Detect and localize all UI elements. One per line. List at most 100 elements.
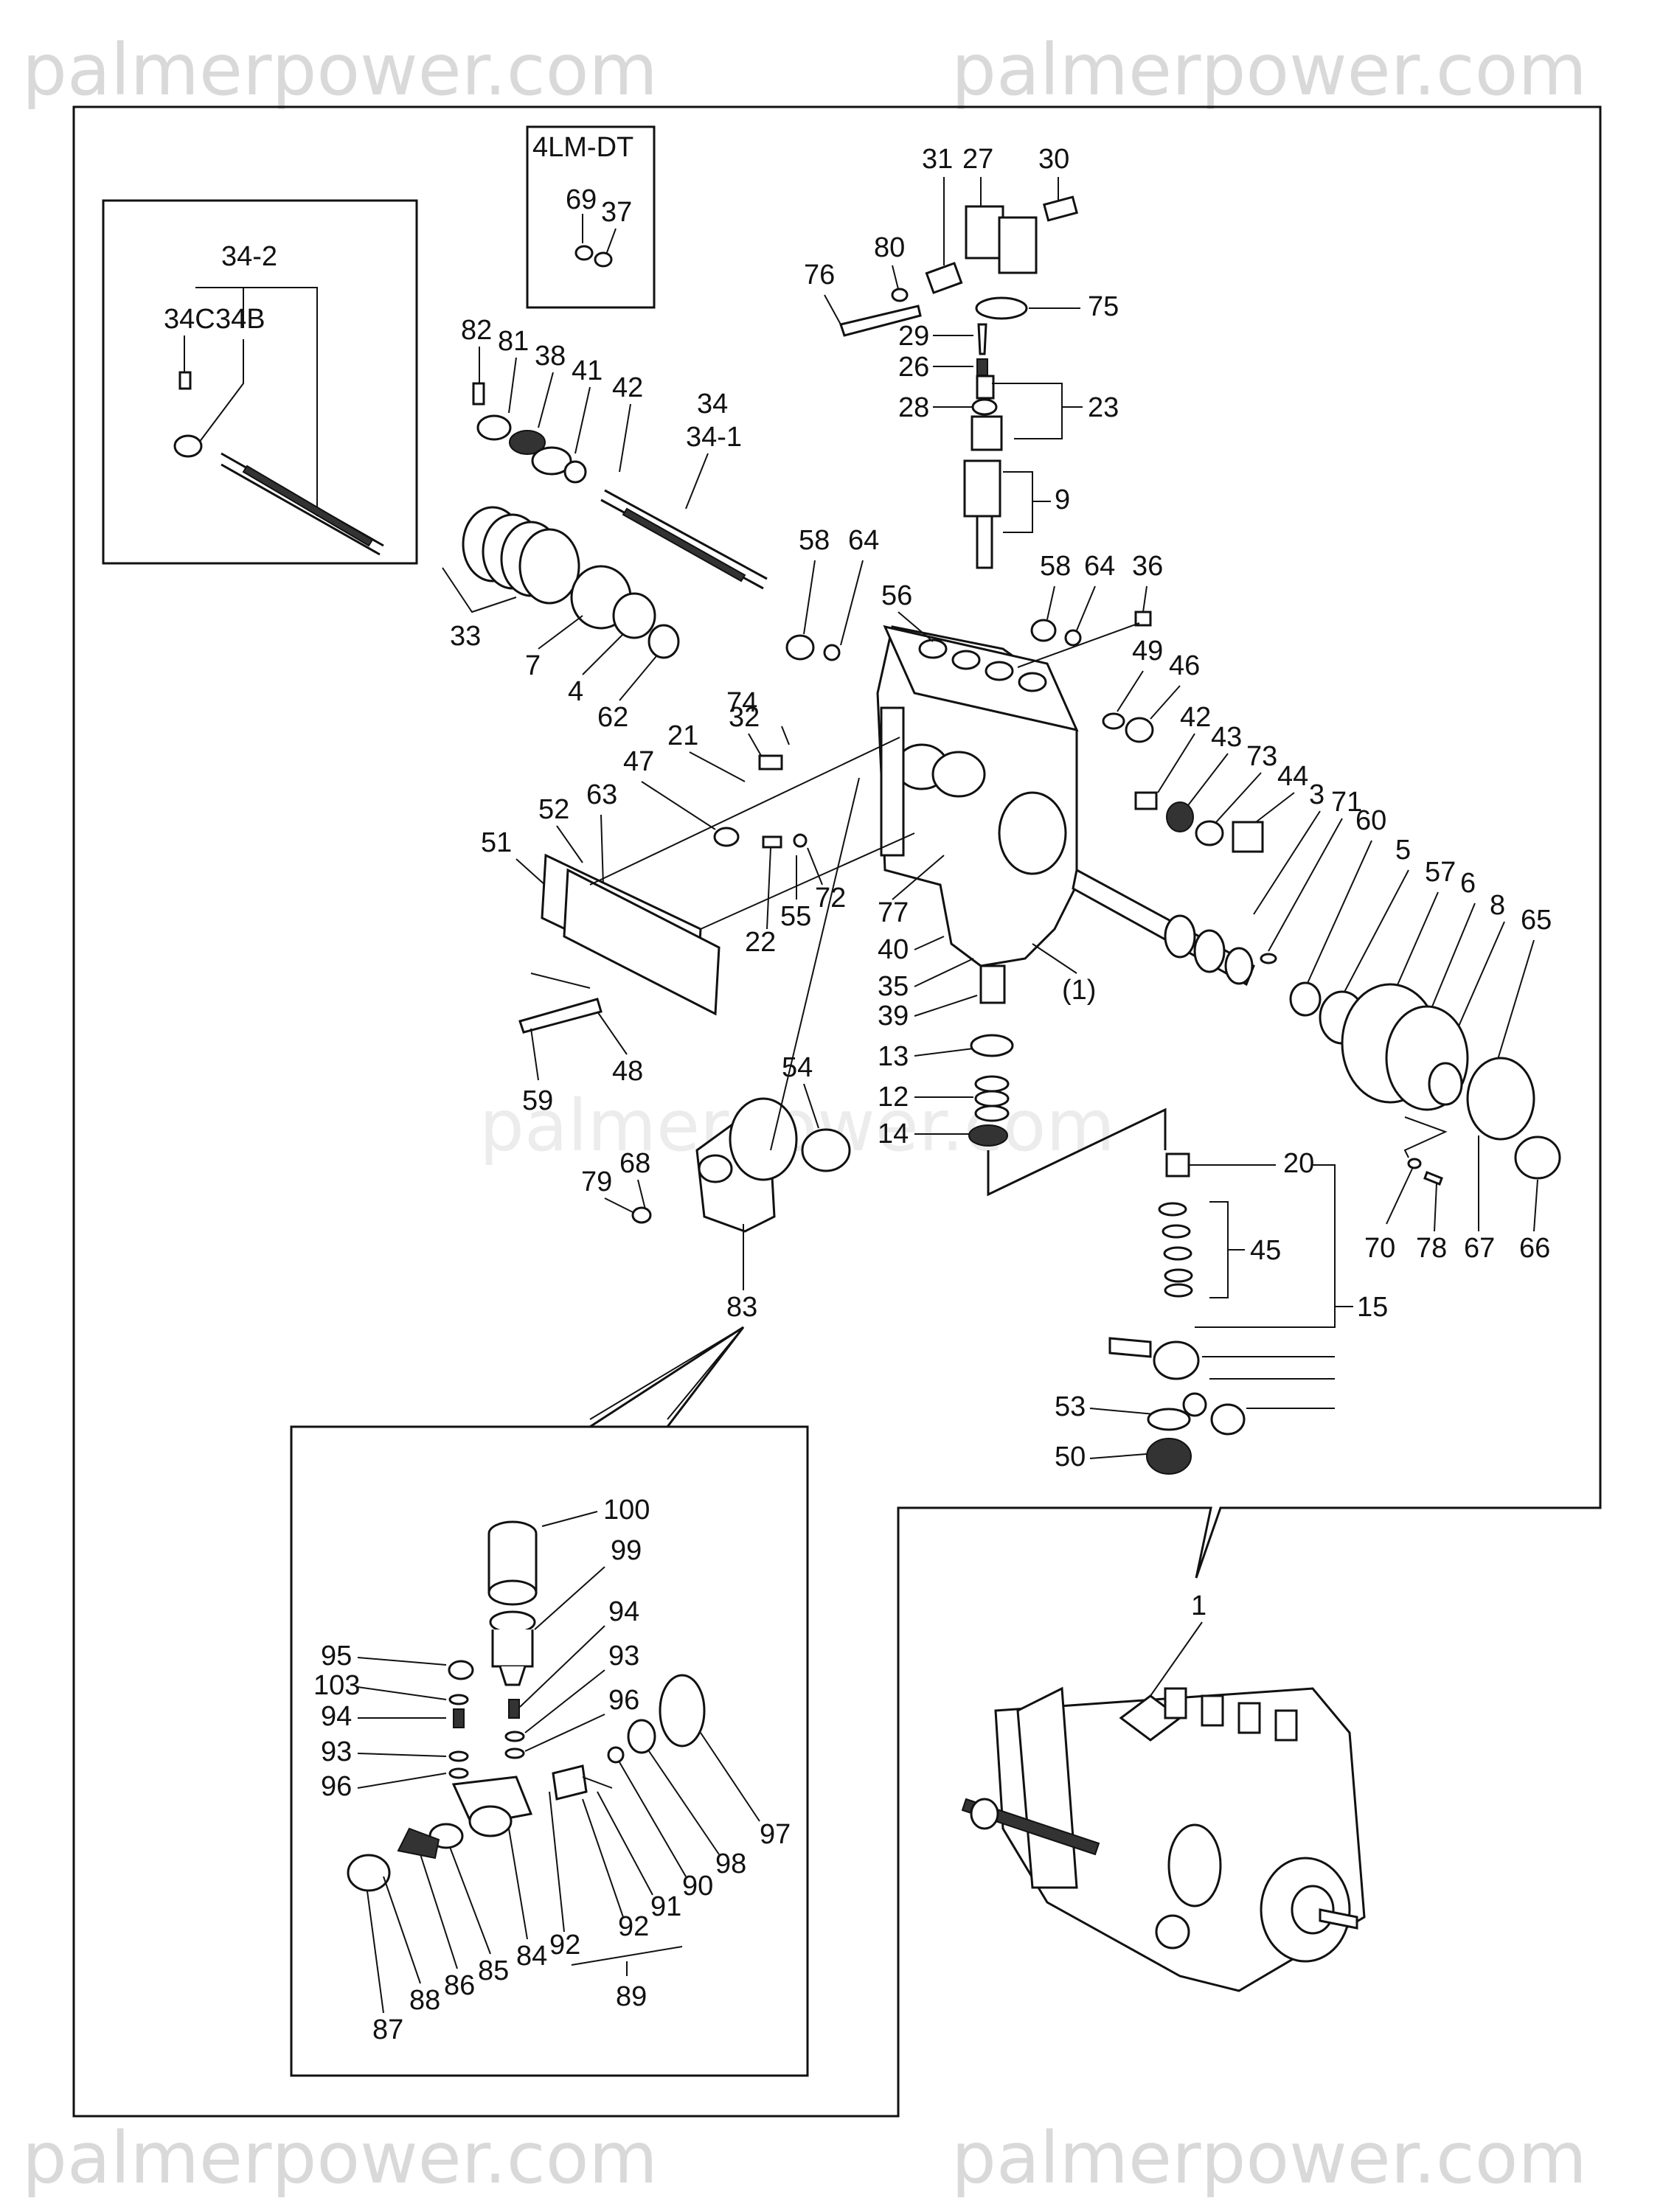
part-label-p83: 83: [726, 1292, 757, 1323]
part-label-p59: 59: [522, 1085, 553, 1116]
inset-4lm-dt: 4LM-DT 69 37: [526, 125, 656, 309]
part-label-p56: 56: [881, 580, 912, 611]
part-label-p50: 50: [1055, 1441, 1086, 1472]
part-label-p71: 71: [1331, 787, 1362, 818]
part-label-p64a: 64: [848, 525, 879, 556]
part-label-p34_2: 34-2: [221, 241, 277, 272]
part-label-p64b: 64: [1084, 551, 1115, 582]
side-cover-group: 52 63 51 22 55 72 77 40 35 39 13 12 14: [481, 737, 1167, 1420]
part-label-p51: 51: [481, 827, 512, 858]
part-label-p87: 87: [372, 2014, 403, 2045]
part-label-p53: 53: [1055, 1391, 1086, 1422]
part-label-p34B: 34B: [215, 304, 265, 335]
part-label-p3: 3: [1309, 779, 1324, 810]
governor-spring-group: 82 81 38 41 42 34 34-1 33 7 4 62: [442, 315, 768, 733]
part-label-p86: 86: [444, 1970, 475, 2001]
part-label-p97: 97: [760, 1819, 791, 1850]
watermark-top-right: palmerpower.com: [951, 29, 1587, 111]
part-label-p39: 39: [878, 1001, 909, 1032]
part-label-p27: 27: [962, 144, 993, 175]
part-label-p9: 9: [1055, 484, 1070, 515]
part-label-p22: 22: [745, 927, 776, 958]
part-label-p103: 103: [313, 1670, 360, 1701]
part-label-p88: 88: [409, 1985, 440, 2016]
part-label-p81: 81: [498, 326, 529, 357]
part-label-p13: 13: [878, 1041, 909, 1072]
part-label-p75: 75: [1088, 291, 1119, 322]
part-label-p32: 32: [729, 702, 760, 733]
part-label-p52: 52: [538, 794, 569, 825]
part-label-p49: 49: [1132, 636, 1163, 667]
part-label-p1: 1: [1191, 1590, 1206, 1621]
part-label-p54: 54: [782, 1052, 813, 1083]
watermark-top-left: palmerpower.com: [22, 29, 658, 111]
part-label-p58b: 58: [1040, 551, 1071, 582]
part-label-p63: 63: [586, 779, 617, 810]
part-label-p47: 47: [623, 746, 654, 777]
inset-variant-label: 4LM-DT: [532, 132, 633, 163]
part-label-p38: 38: [535, 341, 566, 372]
part-label-p91: 91: [650, 1891, 681, 1922]
part-label-p30: 30: [1038, 144, 1069, 175]
part-label-p4: 4: [568, 676, 583, 707]
inset-governor-shaft: 34-2 34C 34B: [102, 199, 418, 565]
part-label-p58a: 58: [799, 525, 830, 556]
part-label-p42b: 42: [1180, 702, 1211, 733]
part-label-p28: 28: [898, 392, 929, 423]
part-label-p96b: 96: [321, 1771, 352, 1802]
part-label-p79: 79: [581, 1166, 612, 1197]
part-label-p5: 5: [1395, 835, 1411, 866]
part-label-p29: 29: [898, 321, 929, 352]
watermark-center: palmerpower.com: [479, 1085, 1115, 1167]
part-label-p21: 21: [667, 720, 698, 751]
part-label-p57: 57: [1425, 857, 1456, 888]
part-label-p70: 70: [1364, 1233, 1395, 1264]
part-label-p78: 78: [1416, 1233, 1447, 1264]
part-label-p100: 100: [603, 1495, 650, 1526]
part-label-p7: 7: [525, 650, 541, 681]
part-label-p94a: 94: [608, 1596, 639, 1627]
part-label-p74: 74: [726, 687, 757, 718]
part-label-p23: 23: [1088, 392, 1119, 423]
part-label-p34: 34: [697, 389, 728, 420]
inset-feed-pump: 100 99 95 103 94 93 96 94 93 96 97: [290, 1326, 809, 2077]
part-label-p12: 12: [878, 1082, 909, 1113]
part-label-p68: 68: [619, 1148, 650, 1179]
part-label-p40: 40: [878, 934, 909, 965]
pump-housing: 56 58 64 58 64 36 49 46 32 74 21 47 42 4…: [623, 525, 1552, 1141]
part-label-p46: 46: [1169, 650, 1200, 681]
part-label-p26: 26: [898, 352, 929, 383]
part-label-p14: 14: [878, 1119, 909, 1150]
part-label-p60: 60: [1355, 805, 1386, 836]
part-label-p73: 73: [1246, 741, 1277, 772]
part-label-p84: 84: [516, 1941, 547, 1972]
part-label-p41: 41: [572, 355, 603, 386]
part-label-p37: 37: [601, 197, 632, 228]
part-label-p89: 89: [616, 1981, 647, 2012]
part-label-p85: 85: [478, 1955, 509, 1986]
part-label-p33: 33: [450, 621, 481, 652]
part-label-p66: 66: [1519, 1233, 1550, 1264]
part-label-p93a: 93: [608, 1641, 639, 1672]
part-label-p8: 8: [1490, 890, 1505, 921]
part-label-p36: 36: [1132, 551, 1163, 582]
part-label-p6: 6: [1460, 868, 1476, 899]
part-label-p43: 43: [1211, 722, 1242, 753]
part-label-p55: 55: [780, 901, 811, 932]
part-label-p42a: 42: [612, 372, 643, 403]
part-label-p76: 76: [804, 260, 835, 291]
part-label-p82: 82: [461, 315, 492, 346]
part-label-p99: 99: [611, 1535, 642, 1566]
part-label-p15: 15: [1357, 1292, 1388, 1323]
part-label-p20: 20: [1283, 1148, 1314, 1179]
part-label-p93b: 93: [321, 1736, 352, 1767]
part-label-p35: 35: [878, 971, 909, 1002]
part-label-p77: 77: [878, 897, 909, 928]
governor-lever-group: 20 45 15 53 50 70 78 67 66: [1055, 1116, 1561, 1475]
part-label-p96a: 96: [608, 1685, 639, 1716]
main-frame: [72, 105, 1602, 2118]
part-label-p90: 90: [682, 1871, 713, 1902]
watermark-bottom-left: palmerpower.com: [22, 2117, 658, 2199]
part-label-p45: 45: [1250, 1235, 1281, 1266]
part-label-p69: 69: [566, 184, 597, 215]
